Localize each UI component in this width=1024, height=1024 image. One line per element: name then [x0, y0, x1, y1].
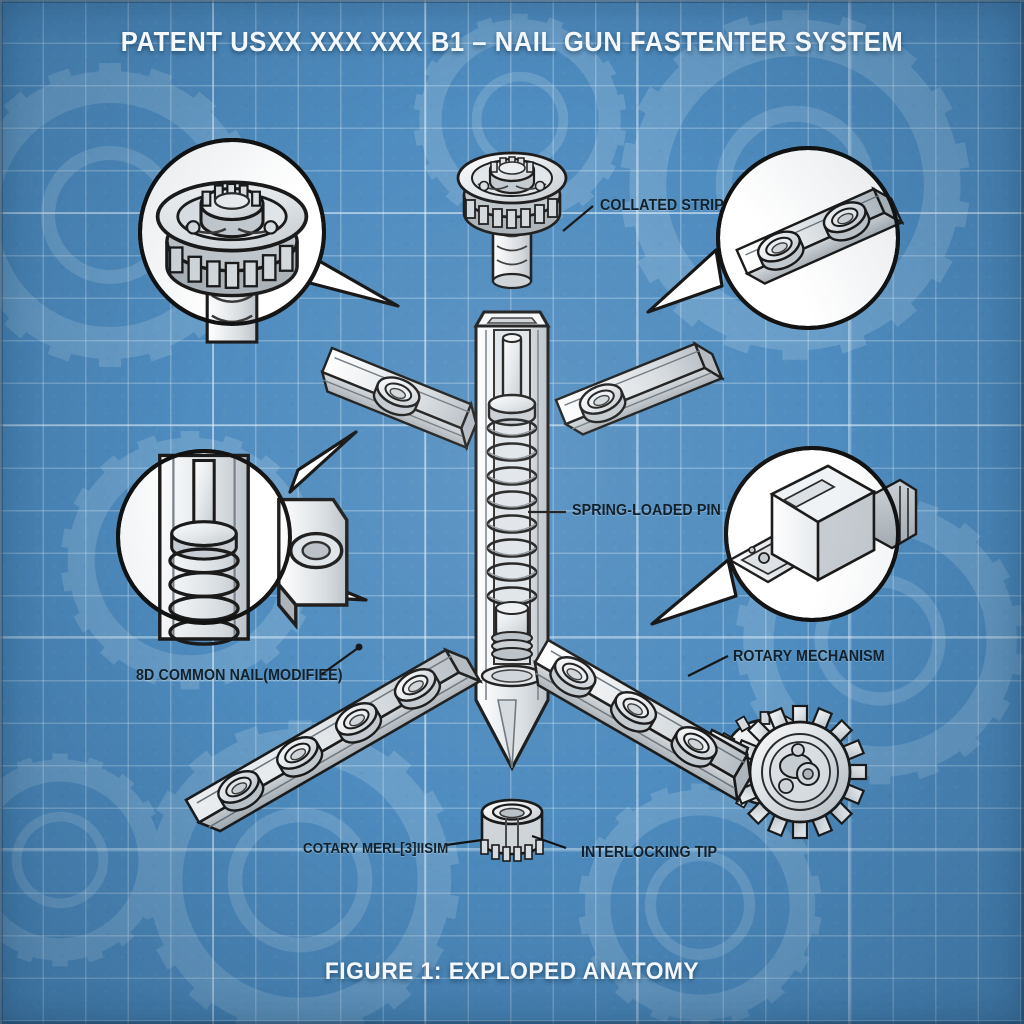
callout-strip-detail — [646, 146, 905, 330]
part-collar-gear — [480, 798, 544, 862]
leader-lines — [321, 205, 729, 850]
label-rotary-garbled: COTARY MERL[3]IISIM — [303, 841, 449, 857]
label-collated-strip: COLLATED STRIP — [600, 197, 724, 214]
part-strip-lower-left — [184, 647, 483, 833]
part-central-nail — [473, 310, 551, 772]
part-strip-upper-right — [554, 338, 724, 441]
callout-tip-detail — [650, 446, 918, 626]
label-interlocking-tip: INTERLOCKING TIP — [581, 844, 718, 861]
figure-caption: FIGURE 1: EXPLOPED ANATOMY — [324, 958, 700, 985]
part-rotary-gear — [704, 704, 868, 840]
callout-head-gear-detail — [138, 138, 400, 344]
callout-spring-detail — [116, 430, 368, 646]
label-rotary-mechanism: ROTARY MECHANISM — [733, 648, 885, 665]
label-common-nail: 8D COMMON NAIL(MODIFIEE) — [136, 667, 343, 684]
part-strip-upper-left — [315, 346, 484, 449]
part-strip-lower-right — [533, 638, 752, 805]
label-spring-loaded-pin: SPRING-LOADED PIN — [572, 502, 721, 519]
part-head-gear — [456, 151, 568, 290]
page-title: PATENT USXX XXX XXX B1 – NAIL GUN FASTEN… — [120, 26, 904, 57]
